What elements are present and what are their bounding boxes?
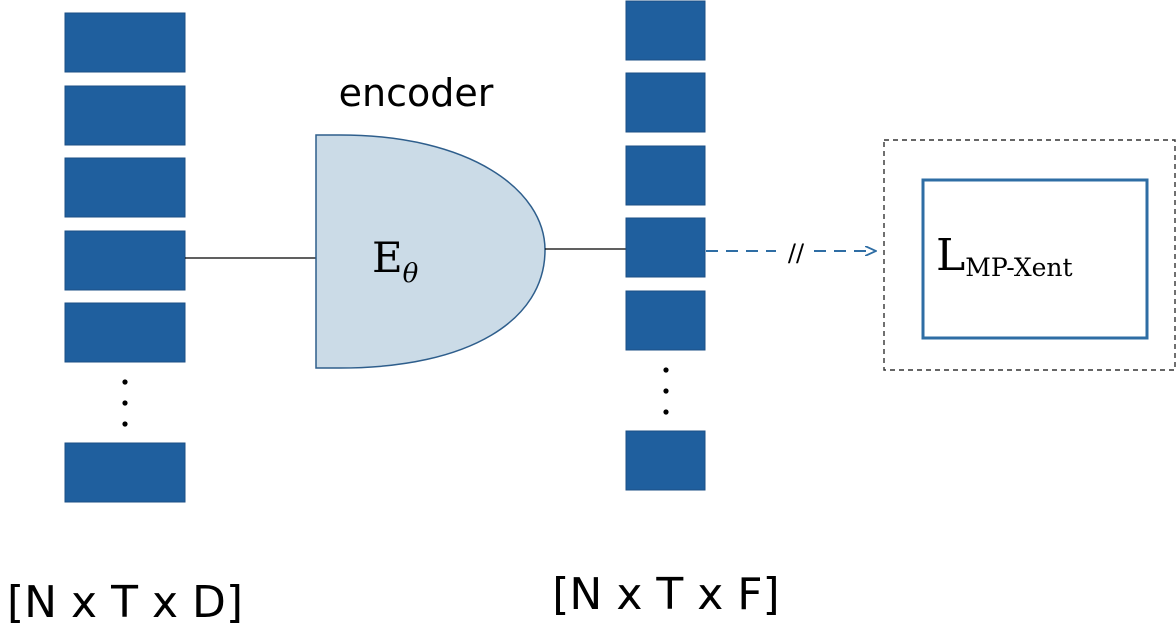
input-block	[64, 85, 186, 146]
loss-inner-box	[921, 178, 1149, 340]
encoder-symbol: Eθ	[372, 233, 419, 289]
output-block	[625, 72, 706, 133]
input-ellipsis	[122, 379, 128, 427]
output-block	[625, 290, 706, 351]
stop-gradient-mark: //	[788, 239, 805, 267]
output-block	[625, 217, 706, 278]
output-block	[625, 145, 706, 206]
input-block	[64, 157, 186, 218]
encoder-symbol-sub: θ	[403, 259, 419, 289]
input-block	[64, 12, 186, 73]
input-block	[64, 230, 186, 291]
output-block	[625, 0, 706, 61]
input-block	[64, 302, 186, 363]
loss-symbol: LMP-Xent	[936, 230, 1073, 282]
encoder-shape	[315, 134, 546, 369]
input-block	[64, 442, 186, 503]
output-ellipsis	[663, 367, 669, 415]
loss-outer-dashed-box	[883, 139, 1176, 371]
output-block	[625, 430, 706, 491]
encoder-symbol-main: E	[372, 233, 403, 282]
input-stack	[64, 12, 186, 503]
output-stack	[625, 0, 706, 491]
loss-symbol-main: L	[936, 230, 965, 281]
input-shape-label: [N x T x D]	[7, 577, 243, 628]
encoder-title: encoder	[339, 71, 494, 115]
loss-symbol-sub: MP-Xent	[965, 253, 1072, 282]
output-shape-label: [N x T x F]	[552, 569, 779, 620]
